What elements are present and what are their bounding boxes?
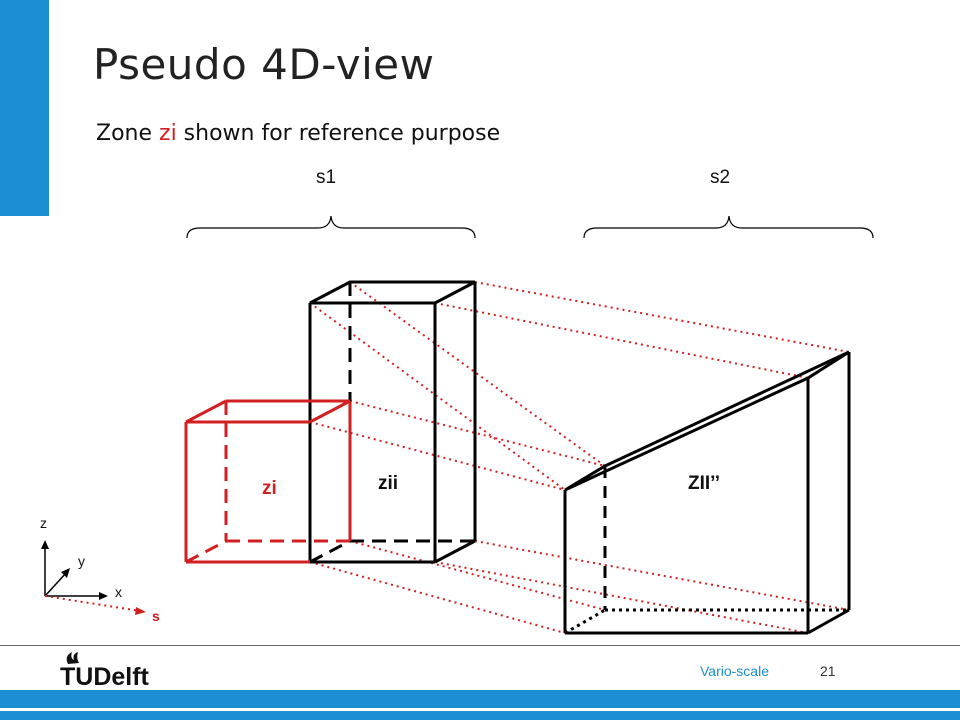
bottom-band-secondary	[0, 711, 960, 720]
subtitle-suffix: shown for reference purpose	[176, 121, 501, 146]
brace-label-s2: s2	[710, 167, 730, 188]
tudelft-logo: TUDelft	[60, 652, 150, 688]
slide-title: Pseudo 4D-view	[93, 40, 435, 89]
axis-indicator	[41, 540, 146, 615]
axis-label-s: s	[152, 608, 160, 624]
box-label-zi: zi	[262, 478, 277, 499]
bottom-band	[0, 690, 960, 708]
box-zii-prime	[563, 350, 851, 635]
brace-s2	[583, 215, 874, 239]
footer-divider	[0, 645, 960, 646]
side-accent-bar	[0, 0, 49, 216]
subtitle-highlight-zi: zi	[159, 121, 177, 146]
subtitle-prefix: Zone	[96, 121, 160, 146]
logo-text: TUDelft	[60, 663, 150, 688]
axis-label-x: x	[115, 584, 122, 600]
box-label-zii-prime: ZII’’	[688, 473, 720, 494]
axis-label-y: y	[78, 553, 85, 569]
brace-label-s1: s1	[316, 167, 336, 188]
brace-s1	[186, 215, 476, 239]
axis-label-z: z	[40, 515, 47, 531]
box-zii	[308, 280, 477, 564]
box-label-zii: zii	[378, 473, 398, 494]
page-number: 21	[820, 663, 836, 679]
footer-vario-scale: Vario-scale	[700, 663, 769, 679]
projection-lines	[309, 281, 850, 634]
slide-subtitle: Zone zi shown for reference purpose	[96, 121, 500, 146]
box-zi	[184, 399, 352, 564]
